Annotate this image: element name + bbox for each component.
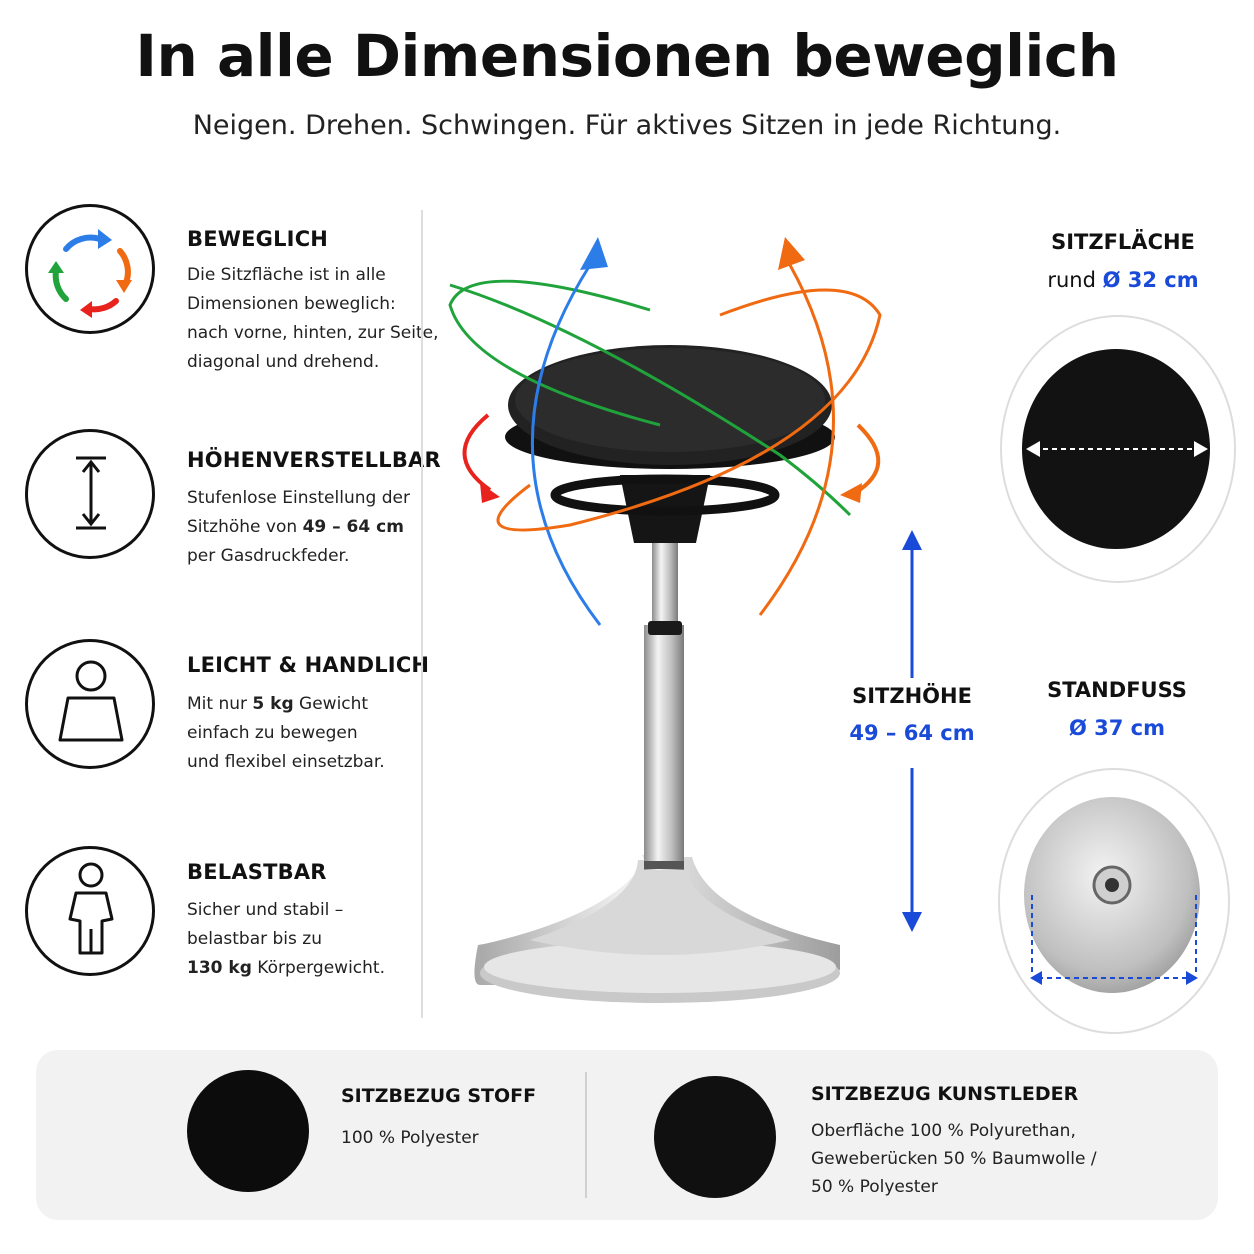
standfuss-value: Ø 37 cm (1068, 716, 1166, 740)
feature-line: Stufenlose Einstellung der (187, 488, 410, 508)
sitzflaeche-label: SITZFLÄCHE (1051, 230, 1195, 254)
sitzhoehe-label: SITZHÖHE (852, 684, 972, 708)
page-subtitle: Neigen. Drehen. Schwingen. Für aktives S… (192, 110, 1062, 141)
feature-line: per Gasdruckfeder. (187, 546, 350, 566)
feature-heading-leicht: LEICHT & HANDLICH (187, 653, 430, 677)
standfuss-label: STANDFUSS (1047, 678, 1187, 702)
feature-text-belastbar: Sicher und stabil – belastbar bis zu 130… (187, 896, 385, 983)
seat-detail-image (1000, 315, 1236, 583)
stool-illustration (448, 237, 882, 1003)
feature-text-leicht: Mit nur 5 kg Gewicht einfach zu bewegen … (187, 690, 385, 777)
feature-line: Dimensionen beweglich: (187, 294, 396, 314)
material-heading-stoff: SITZBEZUG STOFF (341, 1085, 537, 1107)
feature-line: 130 kg Körpergewicht. (187, 958, 385, 978)
material-text-stoff: 100 % Polyester (341, 1128, 479, 1148)
feature-text-hoehenverstellbar: Stufenlose Einstellung der Sitzhöhe von … (187, 484, 410, 571)
divider (421, 210, 423, 1018)
feature-text-beweglich: Die Sitzfläche ist in alle Dimensionen b… (187, 261, 438, 377)
feature-line: Mit nur 5 kg Gewicht (187, 694, 369, 714)
feature-heading-beweglich: BEWEGLICH (187, 227, 329, 251)
leather-swatch-image (654, 1076, 776, 1198)
material-text-kunstleder: Oberfläche 100 % Polyurethan, Geweberück… (811, 1117, 1097, 1201)
person-light-icon (25, 639, 155, 769)
feature-line: belastbar bis zu (187, 929, 322, 949)
feature-heading-belastbar: BELASTBAR (187, 860, 327, 884)
material-heading-kunstleder: SITZBEZUG KUNSTLEDER (811, 1083, 1079, 1105)
feature-line: diagonal und drehend. (187, 352, 380, 372)
person-standing-icon (25, 846, 155, 976)
feature-line: Sicher und stabil – (187, 900, 344, 920)
material-line: 50 % Polyester (811, 1177, 938, 1197)
material-line: Oberfläche 100 % Polyurethan, (811, 1121, 1076, 1141)
feature-line: nach vorne, hinten, zur Seite, (187, 323, 439, 343)
material-line: Geweberücken 50 % Baumwolle / (811, 1149, 1097, 1169)
height-arrow-icon (900, 530, 924, 932)
feature-line: Die Sitzfläche ist in alle (187, 265, 386, 285)
feature-heading-hoehenverstellbar: HÖHENVERSTELLBAR (187, 448, 441, 472)
sitzhoehe-value: 49 – 64 cm (849, 721, 975, 745)
page-title: In alle Dimensionen beweglich (135, 22, 1119, 90)
fabric-swatch-image (187, 1070, 309, 1192)
feature-line: und flexibel einsetzbar. (187, 752, 385, 772)
materials-divider (585, 1072, 587, 1198)
base-detail-image (998, 768, 1230, 1034)
sitzflaeche-value: rund Ø 32 cm (1047, 268, 1199, 292)
height-adjust-icon (25, 429, 155, 559)
feature-line: Sitzhöhe von 49 – 64 cm (187, 517, 404, 537)
feature-line: einfach zu bewegen (187, 723, 358, 743)
rotation-arrows-icon (25, 204, 155, 334)
